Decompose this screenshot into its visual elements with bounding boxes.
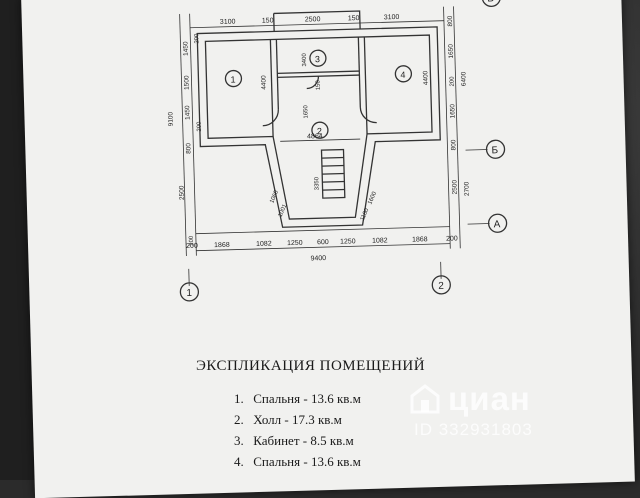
small-dim-1650: 1650 xyxy=(303,104,309,118)
dim-bottom-7: 1868 xyxy=(412,236,428,243)
item-number: 2. xyxy=(234,409,250,430)
bay-dim-1: 1060 xyxy=(269,189,280,204)
left-dim-1500: 1500 xyxy=(183,75,190,90)
left-dim-200b: 200 xyxy=(197,121,203,132)
right-dim-2500: 2500 xyxy=(451,179,458,194)
left-dim-2500: 2500 xyxy=(178,185,185,200)
left-dim-9100: 9100 xyxy=(167,111,174,126)
watermark-brand: циан xyxy=(448,380,531,418)
hall-width-dim: 4864 xyxy=(307,133,323,140)
list-item: 3. Кабинет - 8.5 кв.м xyxy=(234,430,361,451)
room-height-right: 4400 xyxy=(422,70,429,85)
axis-label-2: 2 xyxy=(438,281,444,292)
left-dim-200a: 200 xyxy=(194,33,200,44)
dim-top-1: 3100 xyxy=(220,18,236,25)
room-number-3: 3 xyxy=(315,54,320,64)
dim-top-5: 3100 xyxy=(384,14,400,21)
axis-label-v: В xyxy=(487,0,494,4)
room-height-left: 4400 xyxy=(260,75,267,90)
right-dim-2700: 2700 xyxy=(463,181,470,196)
right-dim-800b: 800 xyxy=(450,139,457,150)
right-dim-1650b: 1650 xyxy=(449,104,456,119)
left-dim-1450b: 1450 xyxy=(184,105,191,120)
right-dim-800: 800 xyxy=(447,15,454,26)
dim-bottom-3: 1250 xyxy=(287,240,303,247)
item-text: Спальня - 13.6 кв.м xyxy=(253,454,361,469)
dim-bottom-6: 1082 xyxy=(372,237,388,244)
dim-bottom-5: 1250 xyxy=(340,238,356,245)
axis-label-a: А xyxy=(493,219,500,230)
axis-label-1: 1 xyxy=(186,288,192,299)
list-item: 1. Спальня - 13.6 кв.м xyxy=(234,388,361,409)
dim-top-4: 150 xyxy=(348,15,360,22)
cian-house-icon xyxy=(408,382,442,416)
list-item: 2. Холл - 17.3 кв.м xyxy=(234,409,361,430)
dim-top-3: 2500 xyxy=(305,16,321,23)
item-number: 1. xyxy=(234,388,250,409)
item-text: Спальня - 13.6 кв.м xyxy=(253,391,361,406)
dim-bottom-200-right: 200 xyxy=(446,235,458,242)
dim-bottom-2: 1082 xyxy=(256,241,272,248)
explication-list: 1. Спальня - 13.6 кв.м 2. Холл - 17.3 кв… xyxy=(234,388,361,472)
bay-dim-4: 1600 xyxy=(367,190,378,205)
dim-bottom-1: 1868 xyxy=(214,242,230,249)
small-dim-3400: 3400 xyxy=(302,52,308,66)
dim-bottom-4: 600 xyxy=(317,239,329,246)
small-dim-150: 150 xyxy=(316,79,322,90)
watermark-id: ID 332931803 xyxy=(414,420,533,440)
explication-title: ЭКСПЛИКАЦИЯ ПОМЕЩЕНИЙ xyxy=(196,358,425,375)
bay-dim-3: 1100 xyxy=(360,207,371,222)
dim-top-2: 150 xyxy=(262,17,274,24)
list-item: 4. Спальня - 13.6 кв.м xyxy=(234,451,361,472)
small-dim-3350: 3350 xyxy=(314,176,320,190)
left-dim-1450a: 1450 xyxy=(182,41,189,56)
left-dim-800: 800 xyxy=(185,143,192,154)
item-number: 3. xyxy=(234,430,250,451)
right-dim-6400: 6400 xyxy=(460,71,467,86)
room-number-1: 1 xyxy=(230,75,235,85)
right-dim-1650a: 1650 xyxy=(448,44,455,59)
item-text: Кабинет - 8.5 кв.м xyxy=(253,433,354,448)
axis-label-b: Б xyxy=(491,145,498,156)
right-dim-200: 200 xyxy=(449,76,455,87)
room-number-4: 4 xyxy=(400,70,405,80)
overall-width-dim: 9400 xyxy=(310,255,326,262)
floor-plan-drawing: 3100 150 2500 150 3100 1 3 4 2 4400 4400… xyxy=(21,0,630,338)
item-text: Холл - 17.3 кв.м xyxy=(253,412,342,427)
item-number: 4. xyxy=(234,451,250,472)
left-dim-200c: 200 xyxy=(189,235,195,246)
